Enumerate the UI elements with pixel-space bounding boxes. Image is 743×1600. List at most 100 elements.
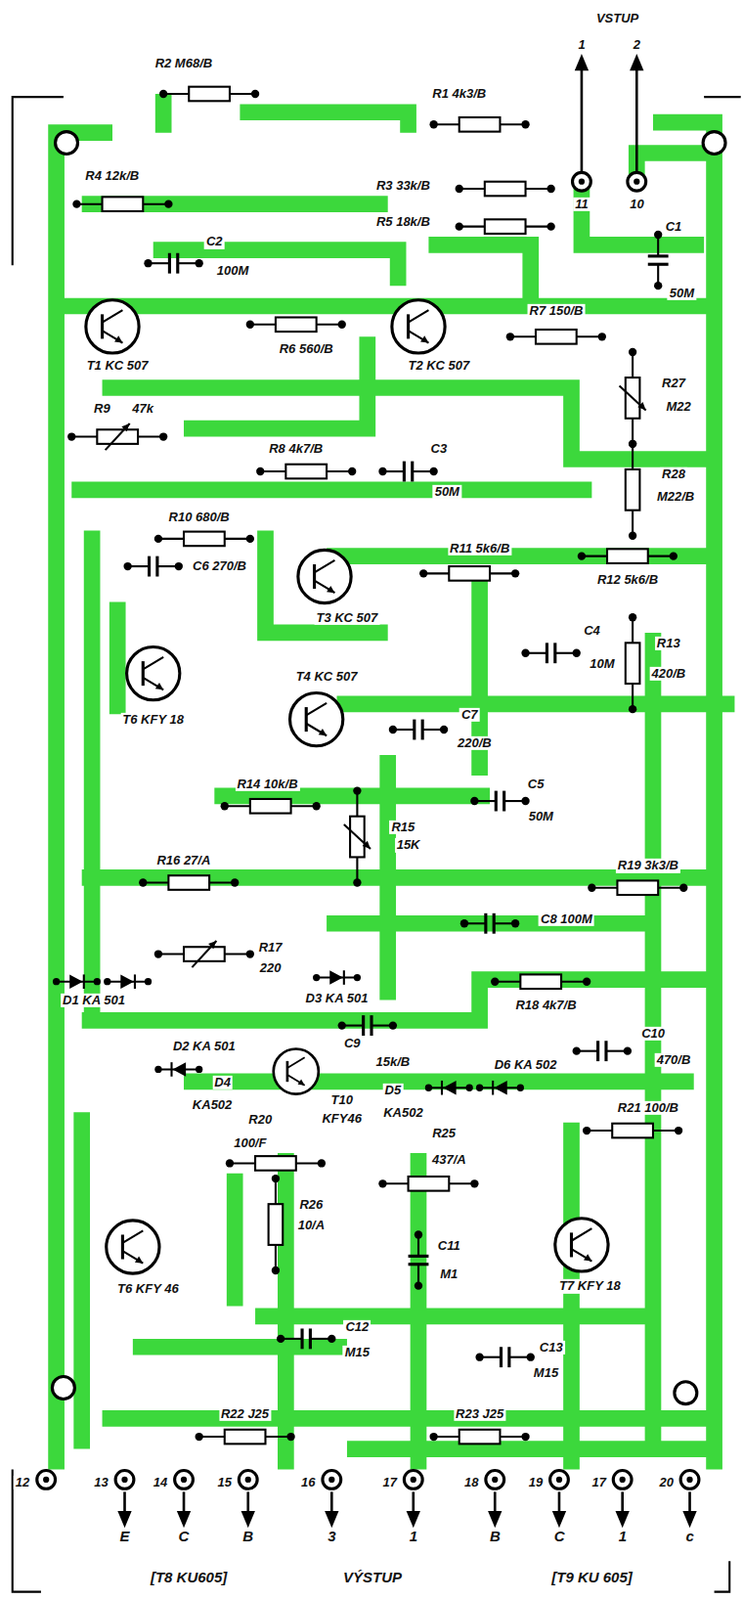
copper-traces bbox=[56, 93, 736, 1469]
component-label: 47k bbox=[130, 400, 156, 415]
component-label: R1 4k3/B bbox=[430, 87, 488, 101]
component-label: 15k/B bbox=[374, 1054, 413, 1069]
pin-label: C bbox=[175, 1528, 191, 1545]
component-label: 10M bbox=[587, 655, 616, 670]
component-label: C8 100M bbox=[538, 911, 595, 925]
component-label: T6 KFY 46 bbox=[115, 1280, 181, 1295]
component-label: C3 bbox=[429, 441, 450, 456]
pin-label: 17 bbox=[590, 1475, 609, 1489]
pin-label: 18 bbox=[462, 1475, 481, 1489]
component-label: R26 bbox=[297, 1197, 325, 1212]
component-label: C6 270/B bbox=[190, 559, 249, 573]
component-label: R22 J25 bbox=[218, 1406, 271, 1421]
component-label: R8 4k7/B bbox=[266, 441, 325, 456]
component-label: R16 27/A bbox=[154, 853, 213, 868]
capacitor-symbol bbox=[123, 230, 668, 1367]
component-label: M22/B bbox=[655, 489, 697, 504]
component-label: KA502 bbox=[381, 1105, 425, 1120]
component-label: C5 bbox=[525, 777, 547, 791]
component-label: R21 100/B bbox=[615, 1100, 681, 1115]
component-label: R7 150/B bbox=[527, 304, 586, 318]
potentiometer-symbol bbox=[67, 348, 647, 967]
component-label: R13 bbox=[655, 636, 683, 651]
component-label: 470/B bbox=[655, 1051, 694, 1066]
component-label: M15 bbox=[531, 1365, 561, 1380]
pin-label: 13 bbox=[91, 1475, 110, 1489]
terminal-arrow bbox=[119, 56, 695, 1524]
component-label: T10 bbox=[328, 1092, 354, 1107]
component-label: R2 M68/B bbox=[153, 56, 216, 71]
component-label: 220/B bbox=[455, 736, 494, 750]
component-label: R12 5k6/B bbox=[595, 572, 660, 587]
component-label: R27 bbox=[659, 375, 688, 390]
component-label: C1 bbox=[663, 219, 685, 234]
pin-label: B bbox=[487, 1528, 503, 1545]
component-label: 220 bbox=[258, 961, 284, 975]
pin-label: 17 bbox=[381, 1475, 399, 1489]
component-label: M1 bbox=[437, 1267, 460, 1281]
component-label: 10/A bbox=[296, 1218, 327, 1232]
component-label: T4 KC 507 bbox=[294, 669, 360, 684]
pin-label: 1 bbox=[407, 1528, 420, 1545]
component-label: 100M bbox=[215, 262, 252, 277]
pin-label: [T8 KU605] bbox=[148, 1569, 229, 1586]
pin-label: 14 bbox=[151, 1475, 170, 1489]
component-label: 420/B bbox=[649, 666, 688, 681]
component-label: T2 KC 507 bbox=[405, 358, 472, 373]
component-label: C4 bbox=[581, 623, 603, 638]
component-label: C10 bbox=[639, 1025, 667, 1040]
pin-label: 1 bbox=[616, 1528, 629, 1545]
component-label: T6 KFY 18 bbox=[120, 712, 186, 727]
pin-label: 15 bbox=[215, 1475, 233, 1489]
component-label: R20 bbox=[246, 1112, 274, 1127]
component-label: R10 680/B bbox=[167, 510, 232, 525]
pin-label: 20 bbox=[656, 1475, 675, 1489]
component-label: T1 KC 507 bbox=[85, 358, 151, 373]
pin-label: E bbox=[117, 1528, 132, 1545]
component-label: 15K bbox=[394, 837, 423, 852]
component-label: R5 18k/B bbox=[374, 214, 433, 228]
component-label: T7 KFY 18 bbox=[557, 1278, 623, 1293]
component-label: D3 KA 501 bbox=[304, 991, 371, 1006]
component-label: T3 KC 507 bbox=[313, 610, 380, 624]
component-label: R17 bbox=[257, 940, 285, 955]
component-label: KFY46 bbox=[319, 1111, 363, 1126]
component-label: 1 bbox=[575, 38, 587, 52]
pin-label: C bbox=[552, 1528, 568, 1545]
component-label: 100/F bbox=[231, 1136, 268, 1150]
board-corner-marks bbox=[12, 96, 742, 1592]
component-label: 50M bbox=[433, 484, 462, 499]
component-label: KA502 bbox=[190, 1096, 234, 1111]
pin-label: B bbox=[240, 1528, 256, 1545]
component-label: C12 bbox=[343, 1319, 371, 1334]
component-label: R19 3k3/B bbox=[615, 858, 681, 873]
component-label: D4 bbox=[212, 1074, 233, 1089]
pin-label: c bbox=[684, 1528, 697, 1545]
component-label: 2 bbox=[631, 38, 643, 52]
component-label: M22 bbox=[664, 398, 694, 413]
component-label: R25 bbox=[430, 1126, 458, 1140]
component-label: C11 bbox=[436, 1237, 463, 1252]
pin-label: 12 bbox=[13, 1475, 32, 1489]
component-label: D6 KA 502 bbox=[492, 1057, 560, 1072]
component-label: D1 KA 501 bbox=[60, 993, 128, 1007]
component-label: R14 10k/B bbox=[234, 777, 300, 791]
component-label: C7 bbox=[459, 707, 481, 722]
component-label: R28 bbox=[659, 467, 688, 481]
component-label: 437/A bbox=[430, 1152, 469, 1167]
pin-label: VÝSTUP bbox=[341, 1569, 404, 1586]
connector-pad bbox=[37, 172, 700, 1488]
component-label: M15 bbox=[343, 1345, 372, 1359]
pin-label: 19 bbox=[526, 1475, 545, 1489]
component-label: R15 bbox=[389, 819, 417, 833]
component-label: C2 bbox=[204, 234, 225, 249]
component-label: VSTUP bbox=[594, 11, 641, 26]
component-label: R11 5k6/B bbox=[447, 540, 512, 555]
component-label: C9 bbox=[342, 1036, 363, 1050]
component-label: R18 4k7/B bbox=[513, 998, 578, 1012]
component-label: R4 12k/B bbox=[83, 168, 141, 182]
pin-label: 16 bbox=[299, 1475, 317, 1489]
component-label: R3 33k/B bbox=[374, 178, 433, 193]
component-label: D2 KA 501 bbox=[171, 1039, 238, 1053]
